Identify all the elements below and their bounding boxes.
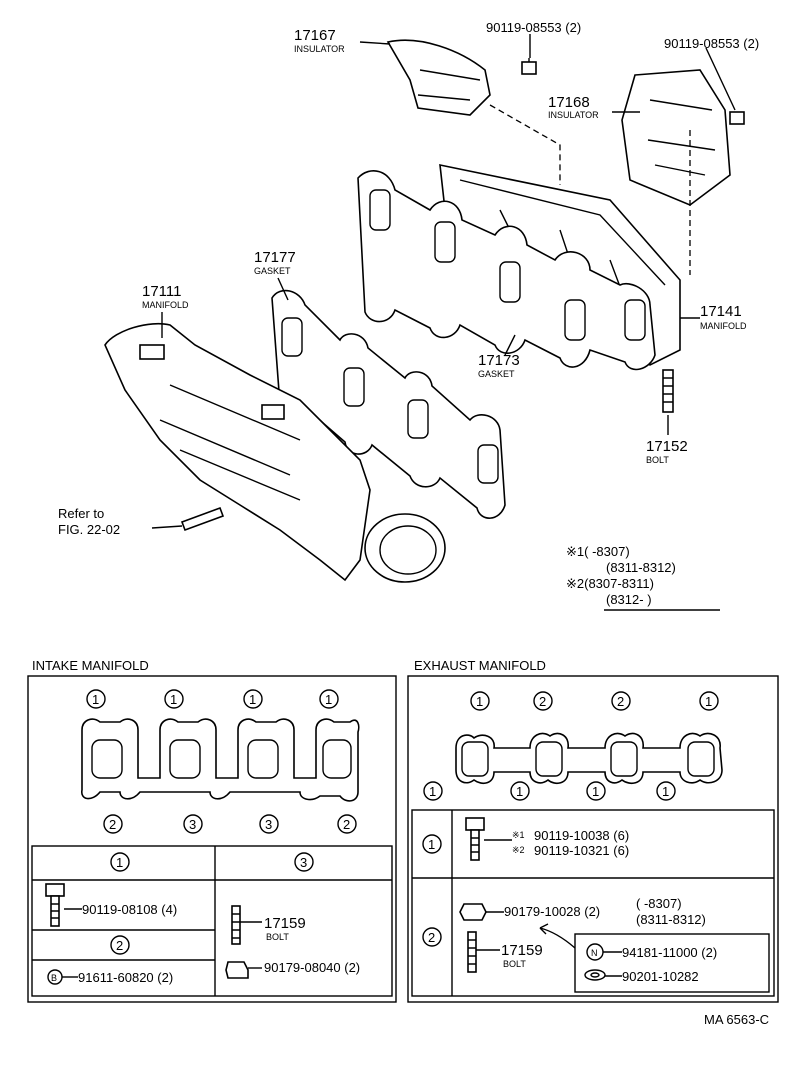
svg-text:1: 1 xyxy=(249,692,256,707)
label-17111-name: MANIFOLD xyxy=(142,300,189,310)
label-17177-name: GASKET xyxy=(254,266,291,276)
svg-text:B: B xyxy=(51,973,57,983)
exhaust-washer-part: 90201-10282 xyxy=(622,969,699,984)
intake-table: 1 3 2 xyxy=(31,845,393,997)
intake-nut-part: 90179-08040 (2) xyxy=(264,960,360,975)
note-2a: ※2(8307-8311) xyxy=(566,576,654,591)
exhaust-top-marks: 1 2 2 1 xyxy=(470,691,719,711)
exhaust-stud-num: 17159 xyxy=(501,942,543,959)
intake-bolt-part: 90119-08108 (4) xyxy=(82,902,177,917)
label-17167-name: INSULATOR xyxy=(294,44,345,54)
svg-text:N: N xyxy=(591,948,598,958)
insulator-17167 xyxy=(386,39,491,116)
note-1a: ※1( -8307) xyxy=(566,544,630,559)
intake-stud-name: BOLT xyxy=(266,932,289,942)
svg-text:1: 1 xyxy=(662,784,669,799)
exhaust-bolt-b-mark: ※2 xyxy=(512,845,525,855)
refer-line2: FIG. 22-02 xyxy=(58,522,120,537)
exhaust-n-part: 94181-11000 (2) xyxy=(622,945,717,960)
exhaust-nut-range1: ( -8307) xyxy=(636,896,682,911)
exhaust-stud-name: BOLT xyxy=(503,959,526,969)
svg-text:2: 2 xyxy=(116,938,123,953)
intake-title: INTAKE MANIFOLD xyxy=(32,658,149,673)
note-2b: (8312- ) xyxy=(606,592,652,607)
label-17173-num: 17173 xyxy=(478,352,520,369)
label-bolt-90119-08553-b: 90119-08553 (2) xyxy=(664,36,759,51)
exhaust-bolt-a: 90119-10038 (6) xyxy=(534,828,629,843)
label-bolt-90119-08553-a: 90119-08553 (2) xyxy=(486,20,581,35)
svg-text:2: 2 xyxy=(109,817,116,832)
stud-17152 xyxy=(662,369,674,413)
label-17173-name: GASKET xyxy=(478,369,515,379)
label-17167-num: 17167 xyxy=(294,27,336,44)
svg-text:2: 2 xyxy=(539,694,546,709)
intake-manifold-17111 xyxy=(104,322,446,583)
stud-ref xyxy=(180,506,225,532)
svg-text:1: 1 xyxy=(705,694,712,709)
bolt-icon xyxy=(465,817,485,861)
svg-text:2: 2 xyxy=(343,817,350,832)
svg-text:1: 1 xyxy=(429,784,436,799)
exhaust-panel xyxy=(407,675,779,1003)
gasket-17173 xyxy=(357,170,656,371)
svg-text:3: 3 xyxy=(265,817,272,832)
nut-icon xyxy=(225,961,249,979)
intake-panel xyxy=(27,675,397,1003)
footer-code: MA 6563-C xyxy=(704,1012,769,1027)
label-17177-num: 17177 xyxy=(254,249,296,266)
svg-text:3: 3 xyxy=(300,855,307,870)
label-17111-num: 17111 xyxy=(142,283,182,300)
exhaust-title: EXHAUST MANIFOLD xyxy=(414,658,546,673)
svg-text:1: 1 xyxy=(516,784,523,799)
intake-plug-part: 91611-60820 (2) xyxy=(78,970,173,985)
stud-icon xyxy=(231,905,241,945)
washer-box: N 94181-11000 (2) 90201-10282 xyxy=(574,933,770,993)
label-17141-num: 17141 xyxy=(700,303,742,320)
exhaust-nut-range2: (8311-8312) xyxy=(636,912,706,927)
label-17168-name: INSULATOR xyxy=(548,110,599,120)
svg-text:1: 1 xyxy=(428,837,435,852)
insulator-17168 xyxy=(621,69,731,206)
bolt-icon xyxy=(521,58,537,75)
exhaust-bolt-b: 90119-10321 (6) xyxy=(534,843,629,858)
svg-text:1: 1 xyxy=(92,692,99,707)
exhaust-nut-part: 90179-10028 (2) xyxy=(504,904,600,919)
svg-text:1: 1 xyxy=(170,692,177,707)
note-1b: (8311-8312) xyxy=(606,560,676,575)
stud-icon xyxy=(467,931,477,973)
plug-icon: B xyxy=(47,969,63,985)
svg-text:3: 3 xyxy=(189,817,196,832)
label-17152-name: BOLT xyxy=(646,455,669,465)
nut-icon xyxy=(459,903,487,921)
svg-text:2: 2 xyxy=(428,930,435,945)
bolt-icon xyxy=(45,883,65,927)
exhaust-gasket-diagram xyxy=(455,732,723,785)
svg-text:1: 1 xyxy=(592,784,599,799)
svg-text:2: 2 xyxy=(617,694,624,709)
intake-top-marks: 1 1 1 1 xyxy=(86,689,339,709)
svg-text:1: 1 xyxy=(116,855,123,870)
refer-line1: Refer to xyxy=(58,506,104,521)
svg-text:1: 1 xyxy=(325,692,332,707)
intake-gasket-diagram xyxy=(81,718,360,802)
label-17152-num: 17152 xyxy=(646,438,688,455)
intake-stud-num: 17159 xyxy=(264,915,306,932)
svg-text:1: 1 xyxy=(476,694,483,709)
label-17168-num: 17168 xyxy=(548,94,590,111)
exhaust-bottom-marks: 1 1 1 1 xyxy=(423,781,676,801)
label-17141-name: MANIFOLD xyxy=(700,321,747,331)
exhaust-bolt-a-mark: ※1 xyxy=(512,830,525,840)
intake-bottom-marks: 2 3 3 2 xyxy=(103,814,357,834)
bolt-icon xyxy=(729,111,745,125)
exhaust-table: 1 2 xyxy=(411,809,775,997)
